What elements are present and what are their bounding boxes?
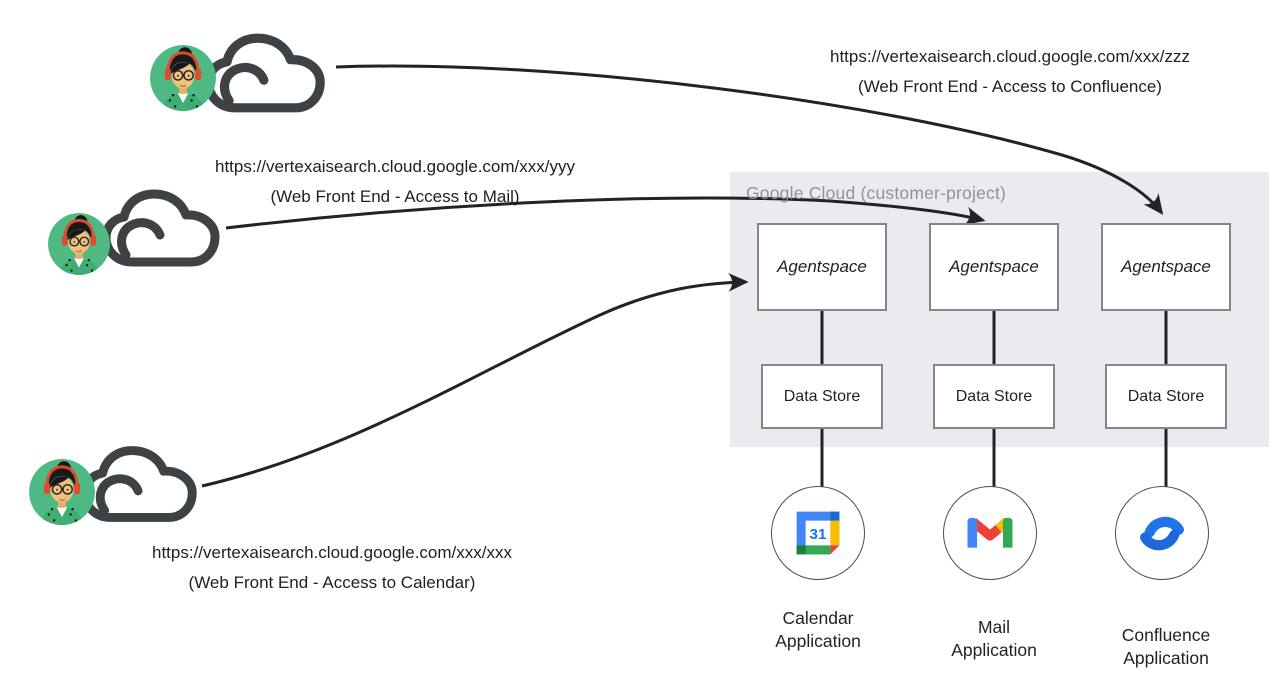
mail-app-label: Mail Application	[951, 617, 1037, 660]
calendar-app-label: Calendar Application	[775, 608, 861, 651]
datastore-box-confluence: Data Store	[1105, 364, 1227, 429]
calendar-endpoint-text: https://vertexaisearch.cloud.google.com/…	[92, 538, 572, 598]
user-avatar-icon	[150, 45, 216, 111]
endpoint-caption: (Web Front End - Access to Confluence)	[858, 77, 1162, 96]
cloud-icon	[203, 30, 337, 116]
datastore-label: Data Store	[783, 387, 861, 405]
user-avatar-icon	[29, 459, 95, 525]
agentspace-label: Agentspace	[1121, 257, 1211, 276]
panel-title: Google Cloud (customer-project)	[746, 183, 1007, 203]
datastore-label: Data Store	[1127, 387, 1205, 405]
mail-app-circle	[943, 486, 1037, 580]
agentspace-label: Agentspace	[949, 257, 1039, 276]
request-arrow-calendar	[201, 273, 749, 488]
endpoint-url: https://vertexaisearch.cloud.google.com/…	[215, 157, 575, 176]
cloud-icon	[80, 441, 208, 527]
datastore-label: Data Store	[955, 387, 1033, 405]
agentspace-box-confluence: Agentspace	[1101, 223, 1231, 311]
endpoint-caption: (Web Front End - Access to Mail)	[270, 187, 520, 206]
calendar-app-circle	[771, 486, 865, 580]
endpoint-url: https://vertexaisearch.cloud.google.com/…	[152, 543, 512, 562]
agentspace-box-mail: Agentspace	[929, 223, 1059, 311]
confluence-app-label: Confluence Application	[1121, 625, 1211, 668]
confluence-icon	[1135, 506, 1189, 560]
datastore-box-calendar: Data Store	[761, 364, 883, 429]
user-avatar-icon	[48, 213, 110, 275]
endpoint-caption: (Web Front End - Access to Calendar)	[188, 573, 476, 592]
confluence-app-circle	[1115, 486, 1209, 580]
agentspace-box-calendar: Agentspace	[757, 223, 887, 311]
gmail-icon	[963, 506, 1017, 560]
endpoint-url: https://vertexaisearch.cloud.google.com/…	[830, 47, 1190, 66]
mail-endpoint-text: https://vertexaisearch.cloud.google.com/…	[155, 152, 635, 212]
google-calendar-icon	[791, 506, 845, 560]
datastore-box-mail: Data Store	[933, 364, 1055, 429]
agentspace-label: Agentspace	[777, 257, 867, 276]
confluence-endpoint-text: https://vertexaisearch.cloud.google.com/…	[770, 42, 1250, 102]
